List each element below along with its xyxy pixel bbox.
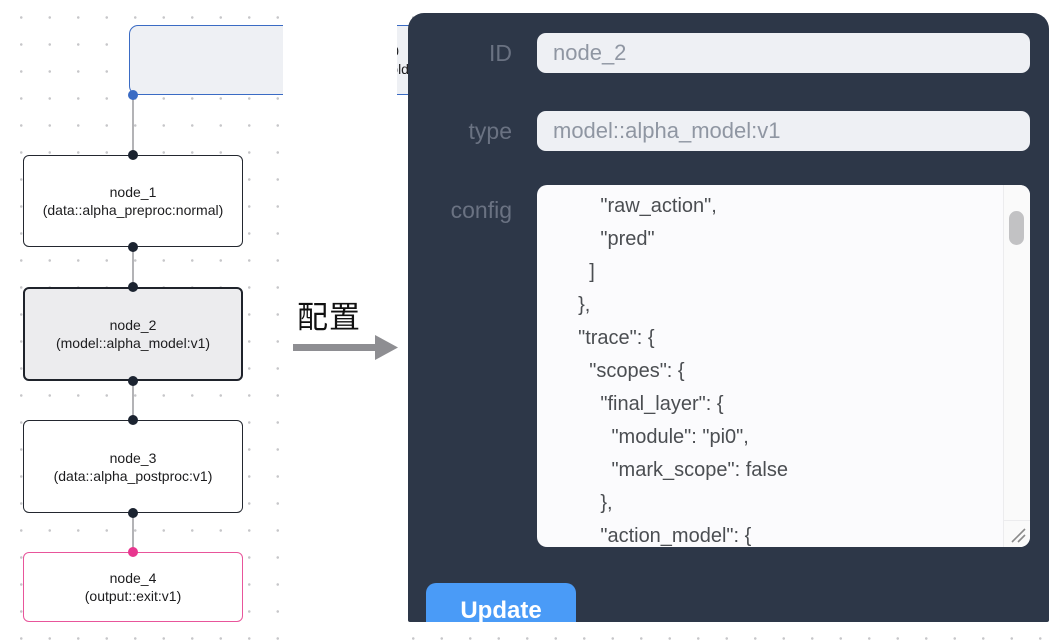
config-json-text: "raw_action", "pred" ] }, "trace": { "sc…: [578, 195, 788, 547]
node1-target-handle[interactable]: [128, 150, 138, 160]
update-button[interactable]: Update: [426, 583, 576, 622]
flow-node-node_1[interactable]: node_1 (data::alpha_preproc:normal): [23, 155, 243, 247]
flow-node-node_4[interactable]: node_4 (output::exit:v1): [23, 552, 243, 622]
node-type: (data::alpha_postproc:v1): [53, 467, 213, 484]
type-label: type: [468, 118, 512, 144]
type-input[interactable]: model::alpha_model:v1: [537, 111, 1030, 151]
node2-source-handle[interactable]: [128, 376, 138, 386]
node-type: (output::exit:v1): [84, 588, 182, 604]
id-label: ID: [489, 40, 512, 66]
node-type: (model::alpha_model:v1): [55, 335, 211, 351]
node3-target-handle[interactable]: [128, 415, 138, 425]
scrollbar-thumb[interactable]: [1009, 211, 1024, 245]
configure-label: 配置: [297, 300, 361, 335]
node-name: node_4: [109, 570, 157, 586]
resize-grip-icon[interactable]: [1003, 520, 1030, 547]
node-name: node_1: [109, 184, 157, 200]
edge-node1-node2: [132, 247, 134, 289]
edge-node3-node4: [132, 513, 134, 554]
edge-node0-node1: [132, 95, 134, 157]
node-config-panel: ID node_2 type model::alpha_model:v1 con…: [408, 13, 1049, 622]
node0-source-handle[interactable]: [128, 90, 138, 100]
id-input[interactable]: node_2: [537, 33, 1030, 73]
node-name: node_2: [109, 317, 157, 333]
edge-node2-node3: [132, 381, 134, 422]
right-arrow-icon: [293, 335, 398, 360]
flow-node-node_2[interactable]: node_2 (model::alpha_model:v1): [23, 287, 243, 381]
node-name: node_3: [109, 449, 157, 466]
vertical-scrollbar[interactable]: [1003, 185, 1030, 520]
node-type: (data::alpha_preproc:normal): [42, 202, 224, 218]
node3-source-handle[interactable]: [128, 508, 138, 518]
flow-node-node_3[interactable]: node_3 (data::alpha_postproc:v1): [23, 420, 243, 513]
config-textarea[interactable]: "raw_action", "pred" ] }, "trace": { "sc…: [537, 185, 1030, 547]
config-label: config: [450, 197, 512, 223]
node2-target-handle[interactable]: [128, 282, 138, 292]
node4-target-handle[interactable]: [128, 547, 138, 557]
configure-annotation: 配置: [283, 0, 398, 643]
node1-source-handle[interactable]: [128, 242, 138, 252]
